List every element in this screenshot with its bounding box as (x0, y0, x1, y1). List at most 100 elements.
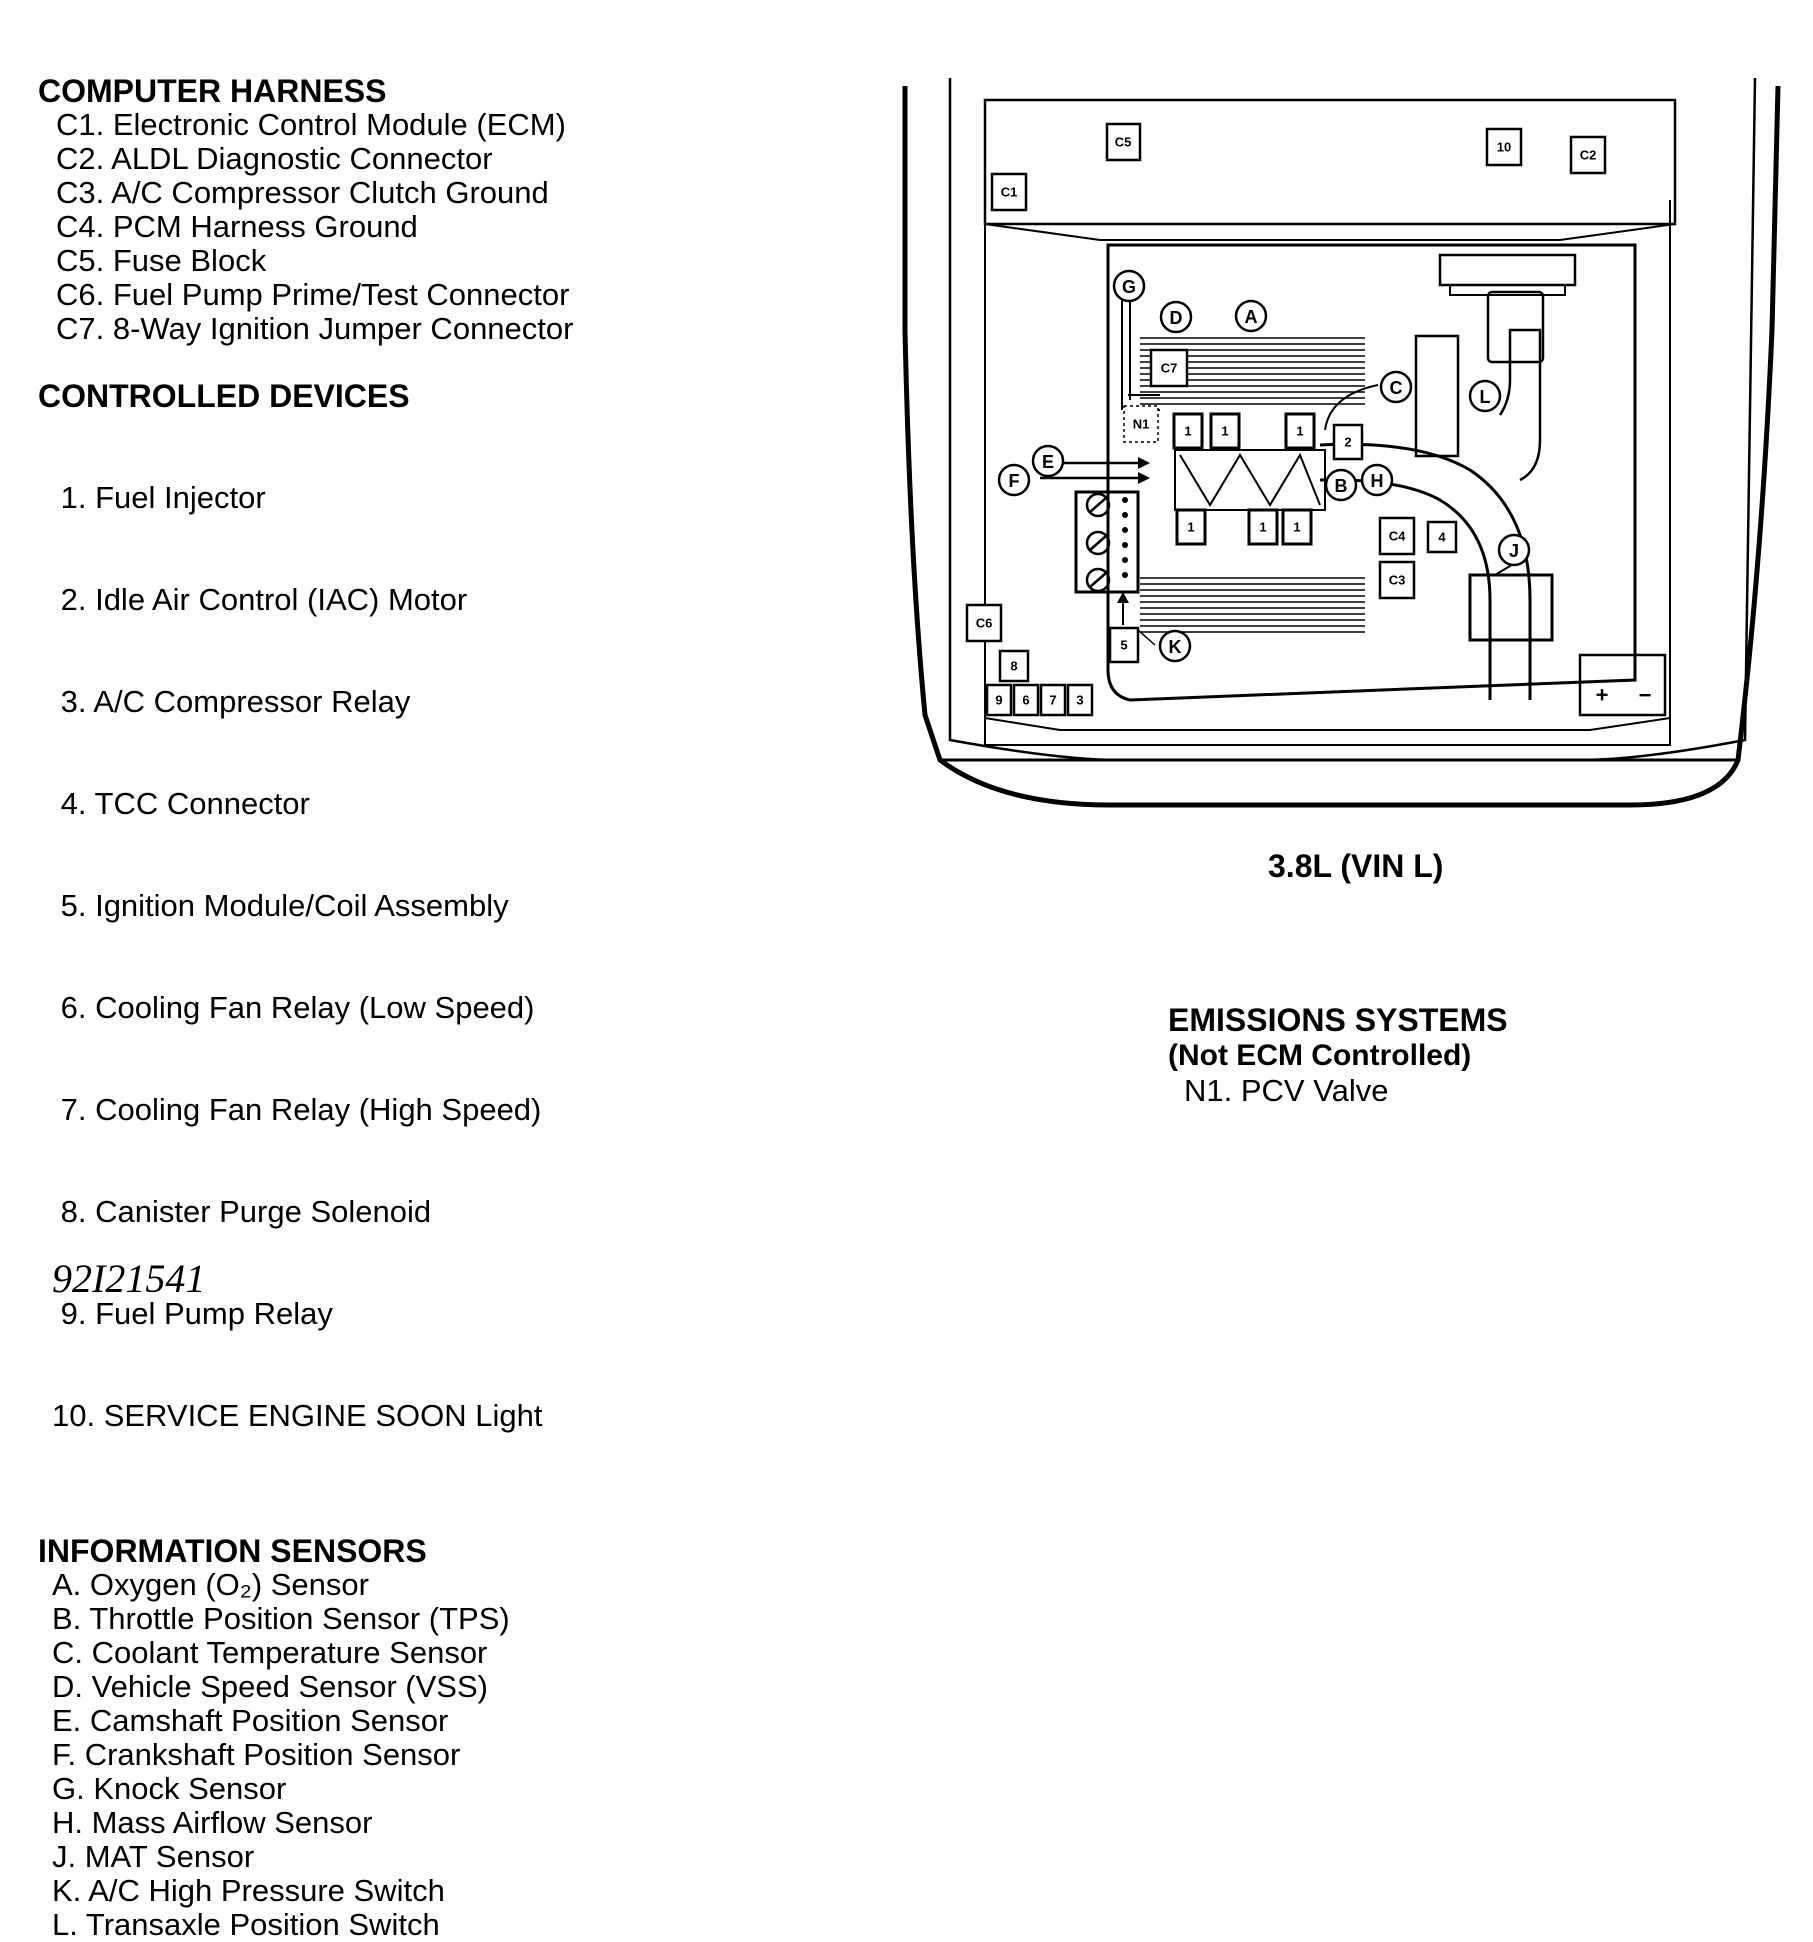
fuel-injector-label: 1 (1259, 520, 1266, 535)
sensor-b-marker: B (1324, 468, 1358, 502)
sensor-l-letter: L (1480, 387, 1491, 407)
legend-item: L. Transaxle Position Switch (52, 1907, 440, 1942)
legend-item: C3. A/C Compressor Clutch Ground (56, 175, 549, 210)
legend-item: F. Crankshaft Position Sensor (52, 1737, 461, 1772)
legend-item: 3. A/C Compressor Relay (52, 684, 411, 719)
legend-item: 4. TCC Connector (52, 786, 310, 821)
sensor-c-letter: C (1390, 378, 1403, 398)
sensor-e-letter: E (1042, 452, 1054, 472)
connector-c6-label: C6 (976, 616, 993, 631)
tcc-connector-4-label: 4 (1438, 530, 1446, 545)
controlled-devices-heading: CONTROLLED DEVICES (38, 378, 410, 414)
iac-motor-2-box: 2 (1332, 423, 1364, 461)
legend-item: C4. PCM Harness Ground (56, 209, 418, 244)
sensor-l-marker: L (1468, 379, 1502, 413)
sensor-e-marker: E (1031, 444, 1065, 478)
sensor-g-marker: G (1112, 269, 1146, 303)
figure-id: 92I21541 (52, 1256, 206, 1301)
fuel-injector-label: 1 (1296, 424, 1303, 439)
computer-harness-list: C1. Electronic Control Module (ECM) C2. … (38, 108, 573, 346)
ignition-module-5-label: 5 (1120, 638, 1127, 653)
fuel-injector-label: 1 (1293, 520, 1300, 535)
computer-harness-heading: COMPUTER HARNESS (38, 73, 387, 109)
emissions-subheading: (Not ECM Controlled) (1168, 1039, 1472, 1072)
battery-negative-label: − (1639, 683, 1652, 708)
legend-item: A. Oxygen (O₂) Sensor (52, 1567, 369, 1602)
fan-relay-high-7-label: 7 (1049, 693, 1056, 708)
connector-c2-box: C2 (1569, 135, 1607, 175)
connector-c7-box: C7 (1149, 348, 1189, 388)
tcc-connector-4-box: 4 (1426, 520, 1458, 554)
sensor-a-marker: A (1234, 299, 1268, 333)
fuel-injector-label: 1 (1221, 424, 1228, 439)
emissions-systems-block: EMISSIONS SYSTEMS (Not ECM Controlled) N… (1168, 1002, 1508, 1109)
legend-item: 8. Canister Purge Solenoid (52, 1194, 432, 1229)
sensor-d-letter: D (1170, 308, 1183, 328)
connector-c7-label: C7 (1161, 361, 1178, 376)
sensor-a-letter: A (1245, 307, 1258, 327)
fuel-injector-label: 1 (1187, 520, 1194, 535)
connector-c4-box: C4 (1378, 516, 1416, 556)
fuel-injector: 1 (1247, 508, 1279, 546)
ac-relay-3-label: 3 (1076, 693, 1083, 708)
information-sensors-list: A. Oxygen (O₂) Sensor B. Throttle Positi… (38, 1568, 573, 1942)
legend-item: 10. SERVICE ENGINE SOON Light (52, 1398, 543, 1433)
connector-c6-box: C6 (965, 603, 1003, 643)
fan-relay-high-7-box: 7 (1039, 683, 1067, 717)
sensor-f-letter: F (1009, 471, 1020, 491)
emissions-heading: EMISSIONS SYSTEMS (1168, 1002, 1508, 1038)
pcv-valve-n1-label: N1 (1133, 417, 1150, 432)
battery-positive-label: + (1596, 683, 1609, 708)
legend-item: C2. ALDL Diagnostic Connector (56, 141, 493, 176)
sensor-h-letter: H (1371, 471, 1384, 491)
connector-c4-label: C4 (1389, 529, 1406, 544)
engine-compartment-diagram: C5 C1 10 C2 C7 N1 2 C4 (902, 77, 1781, 808)
pcv-valve-n1-box: N1 (1123, 405, 1159, 443)
sensor-f-marker: F (997, 463, 1031, 497)
legend-item: C6. Fuel Pump Prime/Test Connector (56, 277, 570, 312)
legend-item: E. Camshaft Position Sensor (52, 1703, 449, 1738)
ignition-module-5-box: 5 (1108, 626, 1140, 664)
iac-motor-2-label: 2 (1344, 435, 1351, 450)
legend-item: G. Knock Sensor (52, 1771, 287, 1806)
light-10-box: 10 (1485, 127, 1523, 167)
sensor-k-marker: K (1158, 629, 1192, 663)
light-10-label: 10 (1497, 140, 1511, 155)
fan-relay-low-6-box: 6 (1012, 683, 1040, 717)
sensor-b-letter: B (1335, 476, 1348, 496)
legend-item: B. Throttle Position Sensor (TPS) (52, 1601, 510, 1636)
legend-item: D. Vehicle Speed Sensor (VSS) (52, 1669, 488, 1704)
emissions-item: N1. PCV Valve (1184, 1073, 1389, 1108)
legend-item: C7. 8-Way Ignition Jumper Connector (56, 311, 574, 346)
sensor-j-marker: J (1497, 533, 1531, 567)
legend-item: H. Mass Airflow Sensor (52, 1805, 373, 1840)
fuel-injector: 1 (1281, 508, 1313, 546)
ac-relay-3-box: 3 (1066, 683, 1094, 717)
sensor-k-letter: K (1169, 637, 1182, 657)
fuel-pump-relay-9-label: 9 (995, 693, 1002, 708)
body-outline (902, 85, 1781, 808)
fuel-injector: 1 (1209, 412, 1241, 450)
legend-item: C5. Fuse Block (56, 243, 267, 278)
sensor-h-marker: H (1360, 463, 1394, 497)
legend-item: 1. Fuel Injector (52, 480, 266, 515)
connector-c3-label: C3 (1389, 573, 1406, 588)
purge-solenoid-8-box: 8 (998, 649, 1030, 683)
diagram-caption: 3.8L (VIN L) (1268, 848, 1444, 884)
connector-c5-label: C5 (1115, 135, 1132, 150)
legend-item: 7. Cooling Fan Relay (High Speed) (52, 1092, 542, 1127)
connector-c5-box: C5 (1105, 122, 1142, 162)
legend-item: C. Coolant Temperature Sensor (52, 1635, 488, 1670)
legend-item: C1. Electronic Control Module (ECM) (56, 107, 566, 142)
sensor-d-marker: D (1159, 300, 1193, 334)
legend-item: 2. Idle Air Control (IAC) Motor (52, 582, 468, 617)
fuel-injector: 1 (1175, 508, 1207, 546)
connector-c1-box: C1 (990, 172, 1028, 212)
information-sensors-heading: INFORMATION SENSORS (38, 1533, 427, 1569)
sensor-j-letter: J (1509, 541, 1519, 561)
sensor-c-marker: C (1379, 370, 1413, 404)
fuel-injector: 1 (1172, 412, 1204, 450)
legend-item: 5. Ignition Module/Coil Assembly (52, 888, 509, 923)
fan-relay-low-6-label: 6 (1022, 693, 1029, 708)
connector-c3-box: C3 (1378, 560, 1416, 600)
